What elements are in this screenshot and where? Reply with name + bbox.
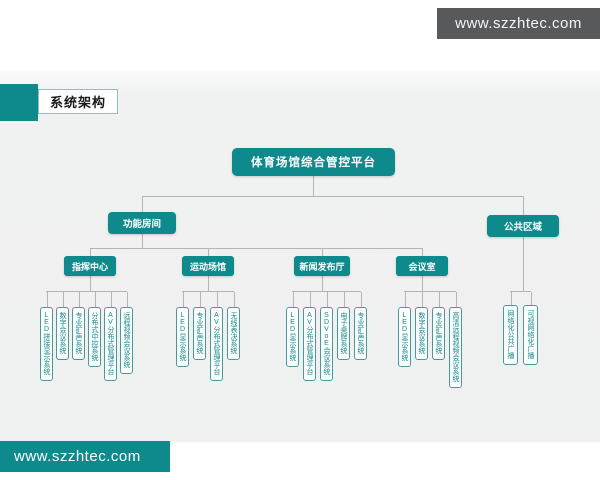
leaf-group-public-area: 网络化公共广播 可视网络化广播 [503, 292, 538, 365]
connector-line [523, 237, 524, 292]
system-leaf: 网络化公共广播 [503, 292, 518, 365]
connector-line [90, 248, 423, 249]
system-leaf: 高清远程视频会议系统 [449, 292, 462, 388]
system-leaf: AV分布式管理平台 [303, 292, 316, 381]
branch-node-functional-rooms: 功能房间 [108, 212, 176, 234]
root-node-platform: 体育场馆综合管控平台 [232, 148, 395, 176]
connector-line [510, 291, 531, 292]
system-leaf: 专业扩声系统 [72, 292, 85, 360]
system-leaf: AV分布式管理平台 [104, 292, 117, 381]
group-node-command-center: 指挥中心 [64, 256, 116, 276]
connector-line [313, 176, 314, 196]
system-leaf: LED拼接显示系统 [40, 292, 53, 381]
system-leaf: 专业扩声系统 [193, 292, 206, 360]
leaf-group-sports-venue: LED显示系统 专业扩声系统 AV分布式管理平台 无线表决系统 [176, 292, 240, 381]
connector-line [422, 248, 423, 256]
system-leaf: SDVoE会议系统 [320, 292, 333, 381]
system-leaf: 专业扩声系统 [354, 292, 367, 360]
system-leaf: AV分布式管理平台 [210, 292, 223, 381]
group-node-meeting-room: 会议室 [396, 256, 448, 276]
connector-line [90, 276, 91, 292]
connector-line [208, 276, 209, 292]
connector-line [422, 276, 423, 292]
bottom-site-banner: www.szzhtec.com [0, 441, 170, 472]
system-leaf: 数字会议系统 [56, 292, 69, 360]
system-leaf: LED显示系统 [176, 292, 189, 367]
top-site-url: www.szzhtec.com [455, 15, 582, 32]
system-leaf: 电子桌牌系统 [337, 292, 350, 360]
connector-line [142, 196, 524, 197]
system-leaf: 无线表决系统 [227, 292, 240, 360]
connector-line [142, 196, 143, 212]
system-leaf: 分布式中控系统 [88, 292, 101, 367]
system-leaf: 远程视频会议系统 [120, 292, 133, 374]
connector-line [523, 196, 524, 215]
system-leaf: LED显示系统 [286, 292, 299, 367]
connector-line [182, 291, 234, 292]
group-node-press-hall: 新闻发布厅 [294, 256, 350, 276]
title-accent-square [0, 84, 38, 121]
connector-line [90, 248, 91, 256]
connector-line [322, 248, 323, 256]
connector-line [142, 234, 143, 248]
system-leaf: LED显示系统 [398, 292, 411, 367]
system-leaf: 数字会议系统 [415, 292, 428, 360]
bottom-site-url: www.szzhtec.com [14, 448, 141, 465]
connector-line [404, 291, 456, 292]
connector-line [208, 248, 209, 256]
leaf-group-meeting-room: LED显示系统 数字会议系统 专业扩声系统 高清远程视频会议系统 [398, 292, 462, 388]
leaf-group-command-center: LED拼接显示系统 数字会议系统 专业扩声系统 分布式中控系统 AV分布式管理平… [40, 292, 133, 381]
top-site-banner: www.szzhtec.com [437, 8, 600, 39]
connector-line [322, 276, 323, 292]
branch-node-public-area: 公共区域 [487, 215, 559, 237]
slide-title: 系统架构 [38, 89, 119, 114]
system-leaf: 专业扩声系统 [432, 292, 445, 360]
group-node-sports-venue: 运动场馆 [182, 256, 234, 276]
system-leaf: 可视网络化广播 [523, 292, 538, 365]
connector-line [46, 291, 127, 292]
connector-line [292, 291, 361, 292]
leaf-group-press-hall: LED显示系统 AV分布式管理平台 SDVoE会议系统 电子桌牌系统 专业扩声系… [286, 292, 367, 381]
slide-canvas: 系统架构 体 [0, 70, 600, 442]
